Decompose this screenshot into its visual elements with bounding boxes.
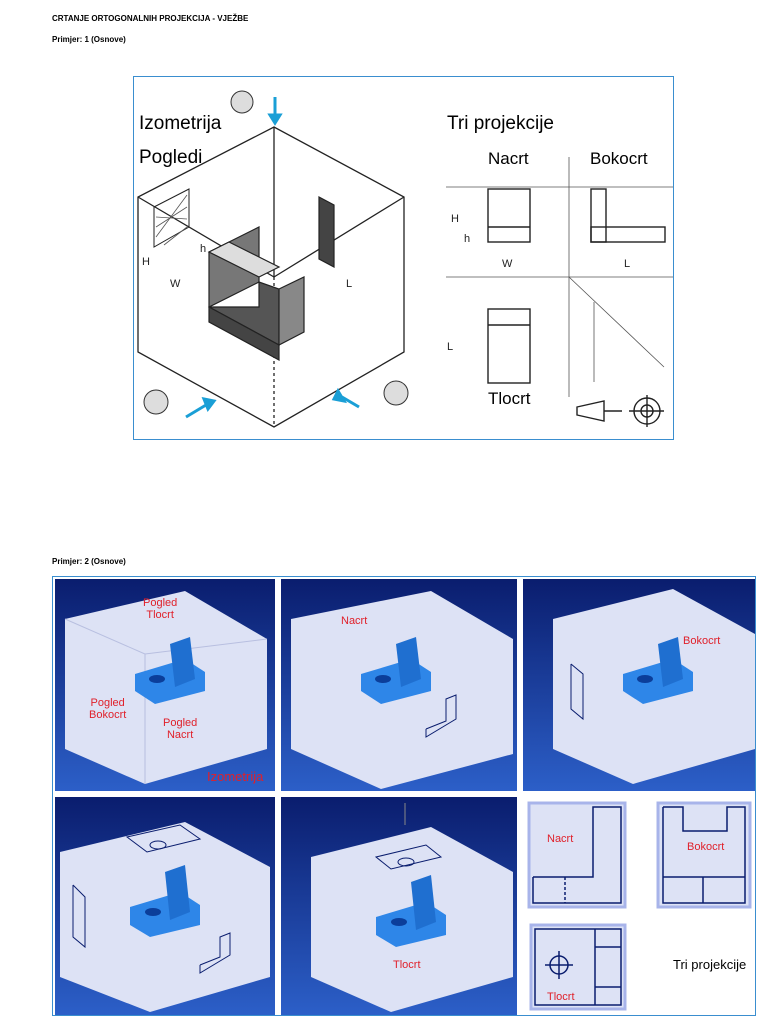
dim-W-iso: W: [170, 278, 181, 290]
label-view-top: Pogled Tlocrt: [143, 597, 178, 621]
label-tlocrt-final: Tlocrt: [547, 991, 575, 1003]
side-view-label: Bokocrt: [590, 149, 648, 168]
panel-front-projection: Nacrt: [281, 579, 517, 791]
label-tlocrt-step: Tlocrt: [393, 959, 421, 971]
dim-h-iso: h: [200, 243, 206, 255]
figure-2-projection-steps: Pogled Tlocrt Pogled Bokocrt Pogled Nacr…: [52, 576, 756, 1016]
example-1-heading: Primjer: 1 (Osnove): [52, 35, 126, 44]
top-view-label: Tlocrt: [488, 389, 531, 408]
front-view-label: Nacrt: [488, 149, 529, 168]
isometry-title: Izometrija: [139, 113, 222, 134]
document-title: CRTANJE ORTOGONALNIH PROJEKCIJA - VJEŽBE: [52, 14, 249, 23]
label-view-side: Pogled Bokocrt: [89, 697, 127, 721]
label-bokocrt-final: Bokocrt: [687, 841, 725, 853]
views-subtitle: Pogledi: [139, 147, 203, 168]
figure-1-isometric-and-projections: Izometrija Pogledi Tri projekcije Nacrt …: [133, 76, 674, 440]
three-projections-title: Tri projekcije: [447, 113, 554, 134]
label-three-projections: Tri projekcije: [673, 957, 747, 972]
panel-three-views-3d: [55, 797, 275, 1015]
label-bokocrt-step: Bokocrt: [683, 635, 721, 647]
dim-L-proj: L: [624, 258, 630, 270]
label-nacrt-step: Nacrt: [341, 615, 368, 627]
dim-L-top: L: [447, 341, 453, 353]
dim-L-iso: L: [346, 278, 352, 290]
label-nacrt-final: Nacrt: [547, 833, 574, 845]
panel-top-projection: Tlocrt: [281, 797, 517, 1015]
dim-H-iso: H: [142, 256, 150, 268]
figure-1-drawing: H h W L: [137, 90, 673, 428]
example-2-heading: Primjer: 2 (Osnove): [52, 557, 126, 566]
dim-h-proj: h: [464, 233, 470, 245]
panel-isometric-views: Pogled Tlocrt Pogled Bokocrt Pogled Nacr…: [55, 579, 275, 791]
label-view-front: Pogled Nacrt: [163, 717, 198, 741]
label-isometry: Izometrija: [207, 769, 264, 784]
dim-W-proj: W: [502, 258, 513, 270]
dim-H-proj: H: [451, 213, 459, 225]
panel-side-projection: Bokocrt: [523, 579, 755, 791]
panel-three-projections-2d: Nacrt Bokocrt Tlocrt Tri projekcije: [523, 797, 755, 1015]
